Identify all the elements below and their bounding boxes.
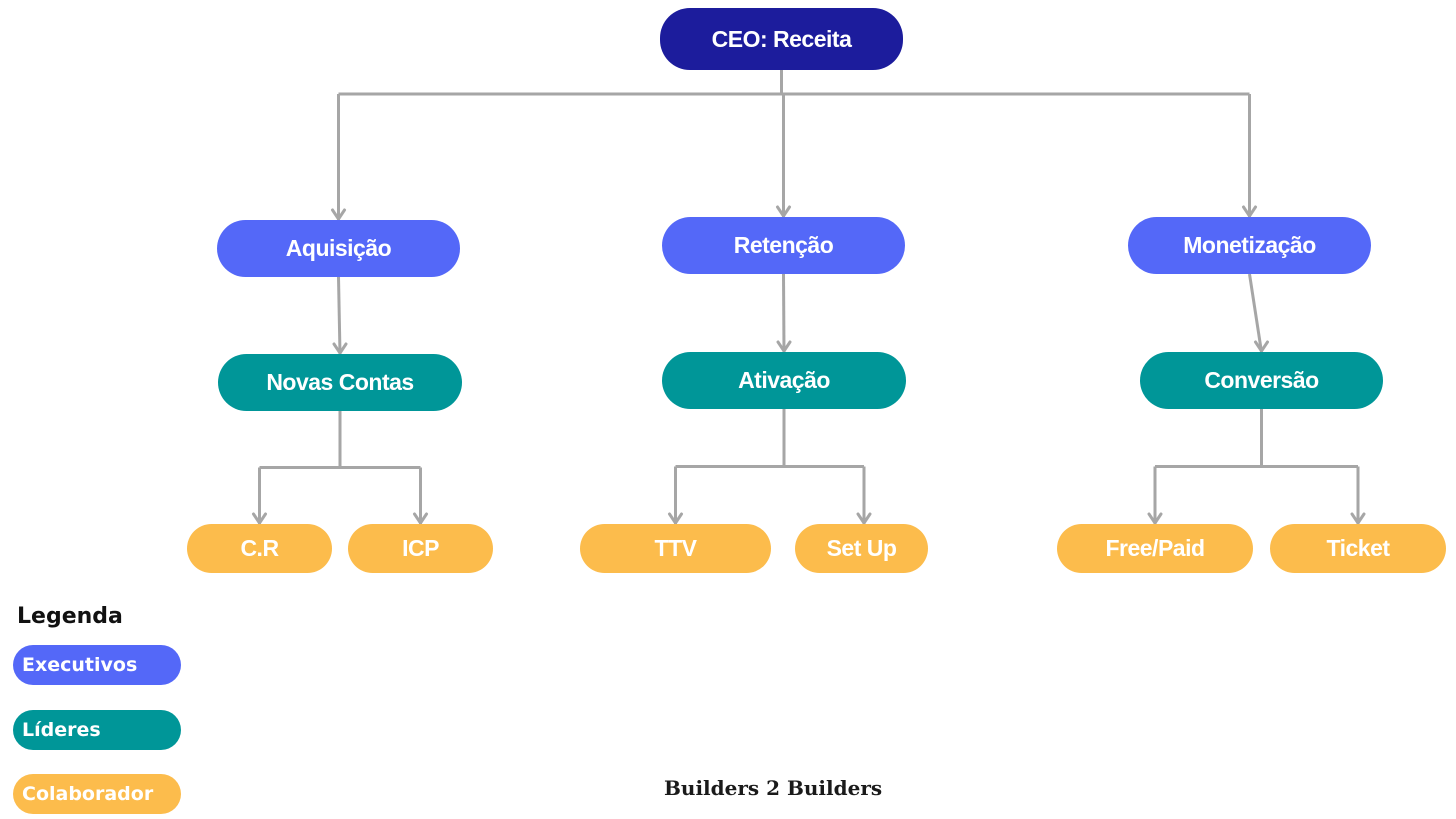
node-ticket: Ticket <box>1270 524 1446 573</box>
legend-item-lideres: Líderes <box>13 710 181 750</box>
arrow-head-ativacao <box>776 340 792 353</box>
arrow-head-freepaid <box>1147 512 1163 525</box>
connector-retencao-ativacao <box>782 273 786 353</box>
arrow-head-conversao <box>1254 340 1269 353</box>
legend-item-colaborador: Colaborador <box>13 774 181 814</box>
arrow-head-setup <box>856 512 872 525</box>
legend-item-executivos: Executivos <box>13 645 181 685</box>
node-ativacao: Ativação <box>662 352 906 409</box>
arrow-head-retencao <box>776 205 791 218</box>
arrow-head-ttv <box>668 512 683 525</box>
arrow-head-monetizacao <box>1242 205 1257 218</box>
node-monetizacao: Monetização <box>1128 217 1371 274</box>
arrow-head-aquisicao <box>331 208 346 221</box>
node-ceo: CEO: Receita <box>660 8 903 70</box>
node-conversao: Conversão <box>1140 352 1383 409</box>
node-set-up: Set Up <box>795 524 928 573</box>
connector-aquisicao-novas_contas <box>337 276 342 355</box>
connector-monetizacao-conversao <box>1248 273 1263 353</box>
legend-title: Legenda <box>17 604 123 629</box>
arrow-head-novas_contas <box>332 342 348 355</box>
arrow-head-cr <box>252 512 267 525</box>
node-retencao: Retenção <box>662 217 905 274</box>
node-free-paid: Free/Paid <box>1057 524 1253 573</box>
node-cr: C.R <box>187 524 332 573</box>
node-novas-contas: Novas Contas <box>218 354 462 411</box>
arrow-head-icp <box>413 512 428 525</box>
node-ttv: TTV <box>580 524 771 573</box>
node-aquisicao: Aquisição <box>217 220 460 277</box>
footer-brand: Builders 2 Builders <box>664 776 883 800</box>
arrow-head-ticket <box>1350 512 1366 525</box>
node-icp: ICP <box>348 524 493 573</box>
